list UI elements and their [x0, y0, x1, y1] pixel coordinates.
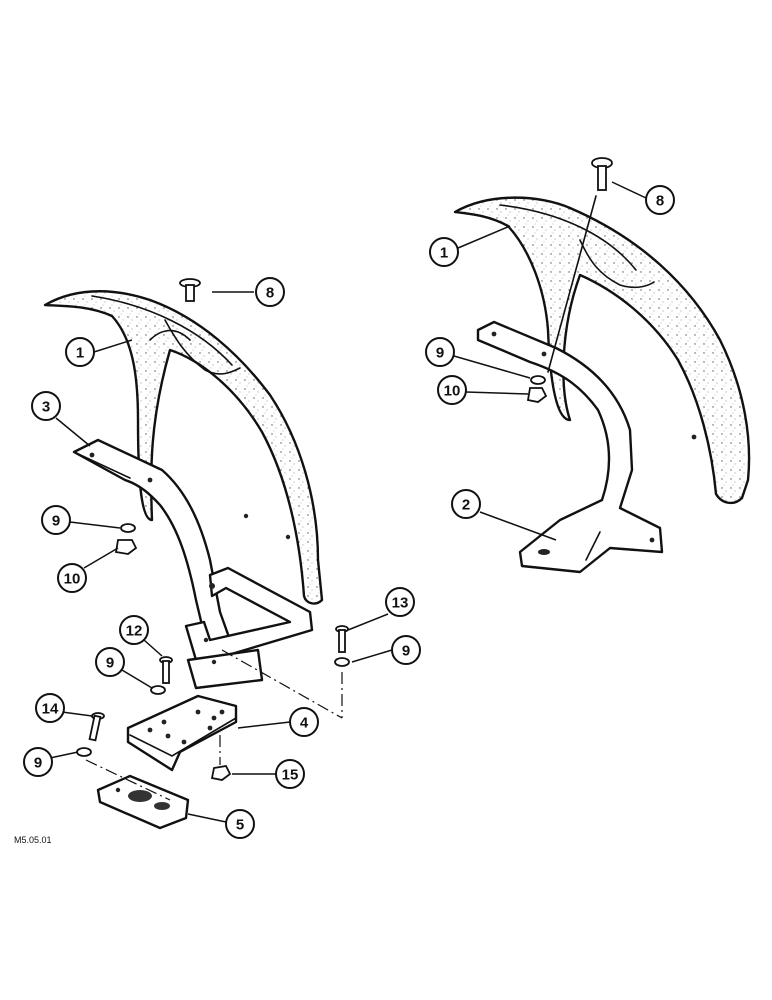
washer-low — [76, 747, 92, 757]
callout-9-right-lower: 9 — [402, 643, 410, 660]
callout-2: 2 — [462, 497, 470, 514]
left-fender — [43, 290, 324, 605]
tread-pad — [96, 774, 190, 830]
callout-10-left: 10 — [64, 571, 81, 588]
bolt-13 — [335, 625, 349, 653]
callout-1-left: 1 — [76, 345, 84, 362]
washer-right-lower — [334, 657, 350, 667]
right-fender-assembly — [453, 157, 751, 574]
callout-15: 15 — [282, 767, 299, 784]
bolt-14 — [88, 712, 105, 742]
nut-15 — [210, 765, 232, 781]
reference-code: M5.05.01 — [14, 835, 52, 845]
callout-9-low: 9 — [34, 755, 42, 772]
callout-3: 3 — [42, 399, 50, 416]
callout-13: 13 — [392, 595, 409, 612]
right-washer — [530, 375, 546, 385]
callout-9-left: 9 — [52, 513, 60, 530]
callout-8-left: 8 — [266, 285, 274, 302]
bolt-12 — [159, 656, 173, 684]
callout-1-right: 1 — [440, 245, 448, 262]
callout-14: 14 — [42, 701, 59, 718]
left-washer — [120, 523, 136, 533]
callouts: 8 1 3 9 10 13 9 12 9 — [23, 181, 675, 839]
left-top-bolt — [179, 278, 201, 302]
left-fender-assembly — [43, 278, 350, 830]
washer-mid — [150, 685, 166, 695]
right-top-bolt — [591, 157, 613, 191]
right-bracket — [476, 320, 664, 574]
left-step-frame — [184, 566, 314, 662]
callout-9-mid: 9 — [106, 655, 114, 672]
callout-5: 5 — [236, 817, 244, 834]
right-fender — [453, 196, 751, 505]
right-nut — [526, 387, 548, 403]
callout-10-right: 10 — [444, 383, 461, 400]
callout-8-right: 8 — [656, 193, 664, 210]
left-nut — [114, 539, 138, 555]
callout-4: 4 — [300, 715, 309, 732]
left-support-bracket — [72, 438, 232, 644]
step-plate — [126, 694, 238, 772]
callout-12: 12 — [126, 623, 143, 640]
callout-9-right: 9 — [436, 345, 444, 362]
